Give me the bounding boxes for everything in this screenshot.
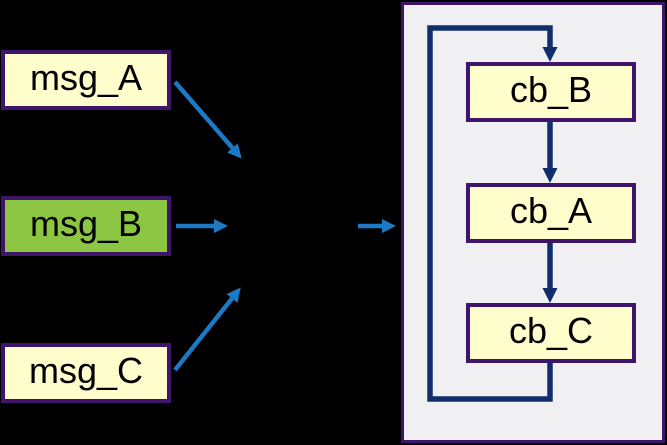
msg-b-box: msg_B (1, 196, 171, 256)
msg-a-label: msg_A (29, 57, 143, 98)
cb-c-label: cb_C (508, 310, 594, 351)
cb-b-box: cb_B (466, 62, 636, 122)
cb-a-label: cb_A (509, 190, 593, 231)
cb-c-box: cb_C (466, 303, 636, 363)
loopback-connector-icon (427, 25, 558, 402)
arrow-msg-c-to-merge-icon (173, 287, 241, 372)
msg-c-box: msg_C (1, 343, 171, 403)
msg-c-label: msg_C (28, 350, 144, 391)
cb-a-box: cb_A (466, 183, 636, 243)
msg-b-label: msg_B (29, 203, 143, 244)
cb-b-label: cb_B (509, 69, 593, 110)
msg-a-box: msg_A (1, 50, 171, 110)
arrow-msg-a-to-merge-icon (173, 80, 242, 159)
